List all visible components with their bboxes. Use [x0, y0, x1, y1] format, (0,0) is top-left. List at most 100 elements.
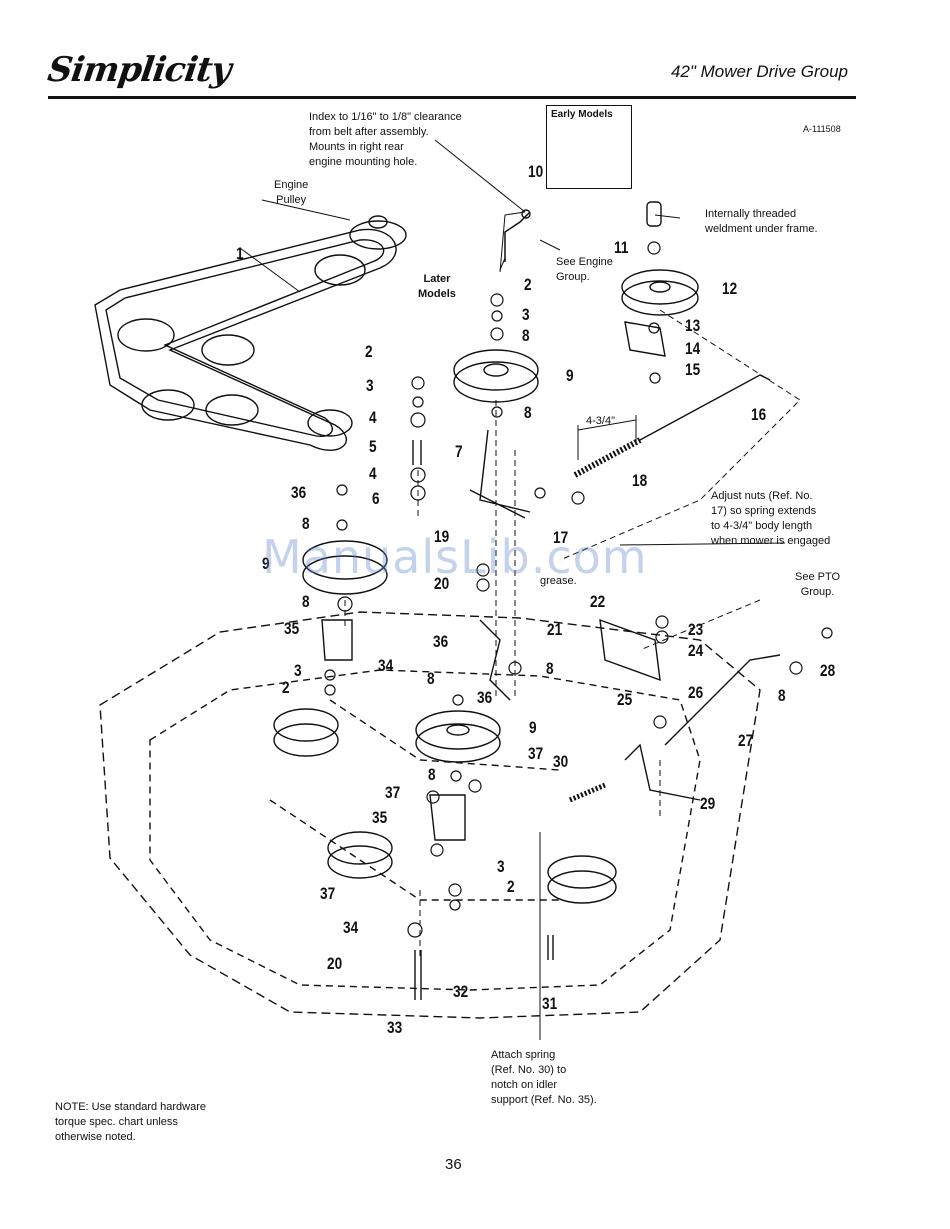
attach-spring-note: Attach spring (Ref. No. 30) to notch on … [491, 1049, 597, 1106]
early-models-detail-box: Early Models [546, 105, 632, 189]
part-number: 26 [688, 683, 704, 702]
part-number: 15 [685, 360, 701, 379]
see-engine-group-note: See Engine Group. [556, 256, 613, 283]
part-number: 2 [282, 678, 290, 697]
early-models-label: Early Models [551, 109, 613, 120]
bolt-31 [547, 935, 554, 960]
pulley-12 [621, 269, 699, 305]
part-number: 37 [385, 783, 401, 802]
part-number: 8 [522, 326, 530, 345]
part-number: 34 [378, 656, 394, 675]
part-number: 8 [302, 514, 310, 533]
belt-pulley-c [201, 334, 255, 366]
part-number: 8 [524, 403, 532, 422]
part-number: 36 [291, 483, 307, 502]
idler-arm-7 [469, 429, 531, 519]
part-number: 4 [369, 408, 377, 427]
part-number: 35 [372, 808, 388, 827]
bracket-22 [599, 618, 661, 682]
part-number: 8 [427, 669, 435, 688]
deck-rib [269, 699, 561, 901]
part-number: 20 [434, 574, 450, 593]
part-number: 2 [524, 275, 532, 294]
part-number: 34 [343, 918, 359, 937]
part-number: 9 [529, 718, 537, 737]
belt-pulley-b [117, 318, 175, 352]
spring-18 [573, 437, 642, 478]
spindle-pulley-center [327, 831, 393, 865]
part-number: 1 [236, 244, 244, 263]
part-number: 9 [262, 554, 270, 573]
see-pto-group-note: See PTO Group. [795, 571, 841, 598]
belt-pulley-f [307, 409, 353, 437]
part-number: 9 [566, 366, 574, 385]
link-27 [664, 654, 781, 746]
part-number: 29 [700, 794, 716, 813]
part-number: 13 [685, 316, 701, 335]
part-number: 3 [366, 376, 374, 395]
part-number: 21 [547, 620, 563, 639]
part-number: 35 [284, 619, 300, 638]
part-number: 2 [365, 342, 373, 361]
part-number: 31 [542, 994, 558, 1013]
part-number: 17 [553, 528, 569, 547]
part-number: 36 [477, 688, 493, 707]
part-number: 37 [528, 744, 544, 763]
bracket-35-lower [429, 794, 466, 841]
part-number: 32 [453, 982, 469, 1001]
bolt-33 [414, 950, 422, 1000]
lever-29 [624, 743, 701, 801]
part-number: 23 [688, 620, 704, 639]
part-number: 25 [617, 690, 633, 709]
deck-inner-outline [149, 669, 701, 991]
grease-note: grease. [540, 575, 577, 587]
later-models-label: Later Models [418, 273, 456, 300]
part-number: 7 [455, 442, 463, 461]
belt-pulley-d [141, 389, 195, 421]
part-number: 20 [327, 954, 343, 973]
rod-21 [479, 619, 511, 701]
belt-pulley-e [205, 394, 259, 426]
part-number: 36 [433, 632, 449, 651]
spring-30 [569, 782, 606, 803]
part-number: 22 [590, 592, 606, 611]
footer-torque-note: NOTE: Use standard hardware torque spec.… [55, 1101, 207, 1143]
pulley-9-left [302, 540, 388, 580]
part-number: 14 [685, 339, 701, 358]
pulley-9-lower [415, 710, 501, 750]
part-number: 19 [434, 527, 450, 546]
dimension-label: 4-3/4" [586, 415, 615, 427]
engine-pulley-label: Engine Pulley [274, 179, 309, 206]
index-clearance-note: Index to 1/16" to 1/8" clearance from be… [309, 111, 462, 168]
dimension-line [577, 415, 637, 460]
part-number: 12 [722, 279, 738, 298]
part-number: 30 [553, 752, 569, 771]
belt-pulley-a [314, 254, 366, 286]
engine-pulley [349, 220, 407, 250]
part-number: 6 [372, 489, 380, 508]
part-number: 3 [294, 661, 302, 680]
part-number: 5 [369, 437, 377, 456]
part-number: 8 [546, 659, 554, 678]
part-number: 3 [497, 857, 505, 876]
watermark: ManualsLib.com [262, 530, 648, 584]
part-number: 18 [632, 471, 648, 490]
adjust-nuts-note: Adjust nuts (Ref. No. 17) so spring exte… [711, 490, 831, 547]
spindle-pulley-left [273, 708, 339, 742]
part-number: 16 [751, 405, 767, 424]
part-number: 24 [688, 641, 704, 660]
drive-belt-outer [94, 228, 397, 451]
page-number: 36 [445, 1156, 462, 1173]
rod-16 [639, 374, 771, 441]
spindle-pulley-right [547, 855, 617, 889]
drive-belt-inner [105, 239, 385, 437]
drawing-number: A-111508 [803, 124, 841, 134]
part-number: 2 [507, 877, 515, 896]
part-number: 33 [387, 1018, 403, 1037]
part-number: 28 [820, 661, 836, 680]
idler-pulley-9-top [453, 349, 539, 391]
internally-threaded-note: Internally threaded weldment under frame… [705, 208, 818, 235]
mower-deck-outline [99, 611, 761, 1019]
